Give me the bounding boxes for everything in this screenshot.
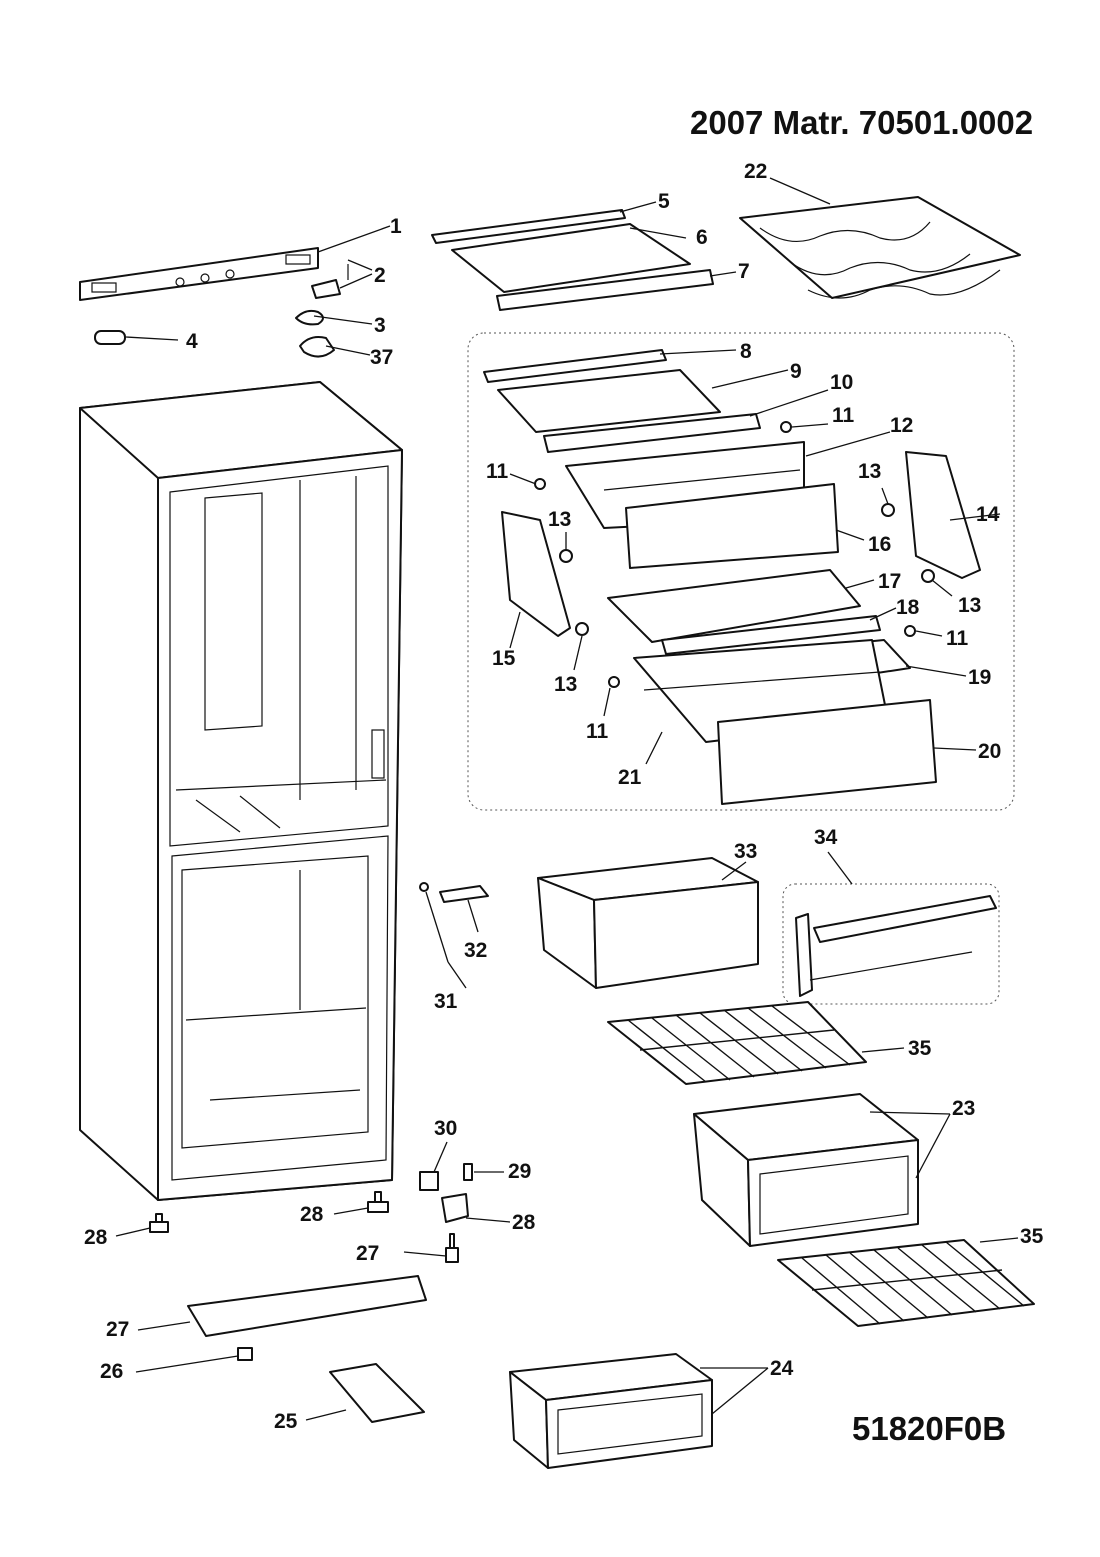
callout-3: 3 [374, 314, 386, 337]
callout-12: 12 [890, 414, 913, 437]
part-34-hinge [439, 885, 489, 903]
callout-38-a: 35 [908, 1037, 932, 1060]
fridge-cabinet [79, 381, 403, 1201]
part-9-glass-shelf [497, 369, 721, 433]
part-16-drawer-front [625, 483, 839, 569]
callout-5: 5 [658, 190, 670, 213]
callout-27: 27 [106, 1318, 129, 1341]
callout-38-b: 35 [1020, 1225, 1044, 1248]
callout-13-c: 13 [958, 594, 981, 617]
part-32-cover [419, 1171, 439, 1191]
callout-34: 32 [464, 939, 487, 962]
part-28-foot-right [367, 1191, 389, 1213]
part-31-pin [463, 1163, 473, 1181]
part-37-lamp-holder [299, 336, 335, 358]
callout-35: 33 [734, 840, 757, 863]
callout-11-b: 11 [486, 460, 509, 483]
part-26-clip [237, 1347, 253, 1361]
callout-28-b: 28 [84, 1226, 108, 1249]
callout-16: 16 [868, 533, 891, 556]
callout-23: 23 [952, 1097, 975, 1120]
part-5-shelf-rail [431, 209, 626, 244]
callout-13-b: 13 [548, 508, 571, 531]
callout-4: 4 [186, 330, 198, 353]
part-25-ice-tray [329, 1363, 425, 1423]
callout-32: 30 [434, 1117, 457, 1140]
shelf-assembly-group-frame [467, 332, 1015, 811]
part-11-clips [534, 421, 916, 688]
callout-25: 25 [274, 1410, 298, 1433]
callout-10: 10 [830, 371, 853, 394]
callout-24: 24 [770, 1357, 794, 1380]
diagram-title: 2007 Matr. 70501.0002 [690, 104, 1034, 141]
part-27-kickplate [187, 1275, 427, 1337]
callout-15: 15 [492, 647, 516, 670]
part-4-light-bulb [94, 330, 126, 345]
part-20-drawer-front [717, 699, 937, 805]
callout-9: 9 [790, 360, 802, 383]
part-38-wire-shelf-upper [607, 1001, 867, 1085]
callout-18: 18 [896, 596, 920, 619]
part-36-freezer-flap [795, 895, 997, 997]
callout-1: 1 [390, 215, 402, 238]
callout-14: 14 [976, 503, 1000, 526]
part-3-lamp-cover [295, 309, 324, 326]
callout-36: 34 [814, 826, 838, 849]
callout-2: 2 [374, 264, 386, 287]
drawing-code: 51820F0B [852, 1410, 1007, 1447]
part-10-shelf-trim [543, 413, 761, 453]
part-6-glass-shelf [451, 223, 691, 293]
callout-17: 17 [878, 570, 901, 593]
callout-22: 22 [744, 160, 767, 183]
part-18-cover-trim [661, 615, 881, 655]
callout-28-a: 28 [300, 1203, 324, 1226]
part-15-side-bracket [501, 511, 571, 637]
callout-21: 21 [618, 766, 642, 789]
callout-26: 26 [100, 1360, 123, 1383]
part-7-shelf-trim [496, 269, 714, 311]
callout-8: 8 [740, 340, 752, 363]
callout-29: 27 [356, 1242, 379, 1265]
part-22-wine-rack-mat [739, 196, 1021, 299]
callout-30: 28 [512, 1211, 536, 1234]
callout-33: 31 [434, 990, 458, 1013]
part-33-washer [419, 882, 429, 892]
part-38-wire-shelf-lower [777, 1239, 1035, 1327]
part-14-side-bracket [905, 451, 981, 579]
part-29-adjustable-foot [445, 1233, 459, 1263]
part-2-clip [311, 264, 349, 299]
part-30-hinge-bracket [441, 1193, 469, 1223]
callout-31: 29 [508, 1160, 531, 1183]
callout-11-c: 11 [946, 627, 969, 650]
part-8-shelf-rail [483, 349, 667, 383]
part-28-foot-left [149, 1213, 169, 1233]
callout-37: 37 [370, 346, 393, 369]
callout-19: 19 [968, 666, 991, 689]
callout-11-a: 11 [832, 404, 855, 427]
callout-11-d: 11 [586, 720, 609, 743]
callout-13-a: 13 [858, 460, 881, 483]
part-35-freezer-drawer [537, 857, 759, 989]
part-24-bottom-drawer [509, 1353, 713, 1469]
callout-20: 20 [978, 740, 1001, 763]
callout-7: 7 [738, 260, 750, 283]
part-1-control-panel [79, 247, 319, 301]
callout-6: 6 [696, 226, 708, 249]
part-17-crisper-cover [607, 569, 861, 643]
door-flap-group-frame [782, 883, 1000, 1005]
part-23-freezer-basket [693, 1093, 919, 1247]
callout-numbers: 1 2 3 4 37 5 6 7 22 8 9 10 11 12 11 13 1… [84, 160, 1044, 1433]
leader-lines [115, 177, 1019, 1421]
callout-13-d: 13 [554, 673, 577, 696]
